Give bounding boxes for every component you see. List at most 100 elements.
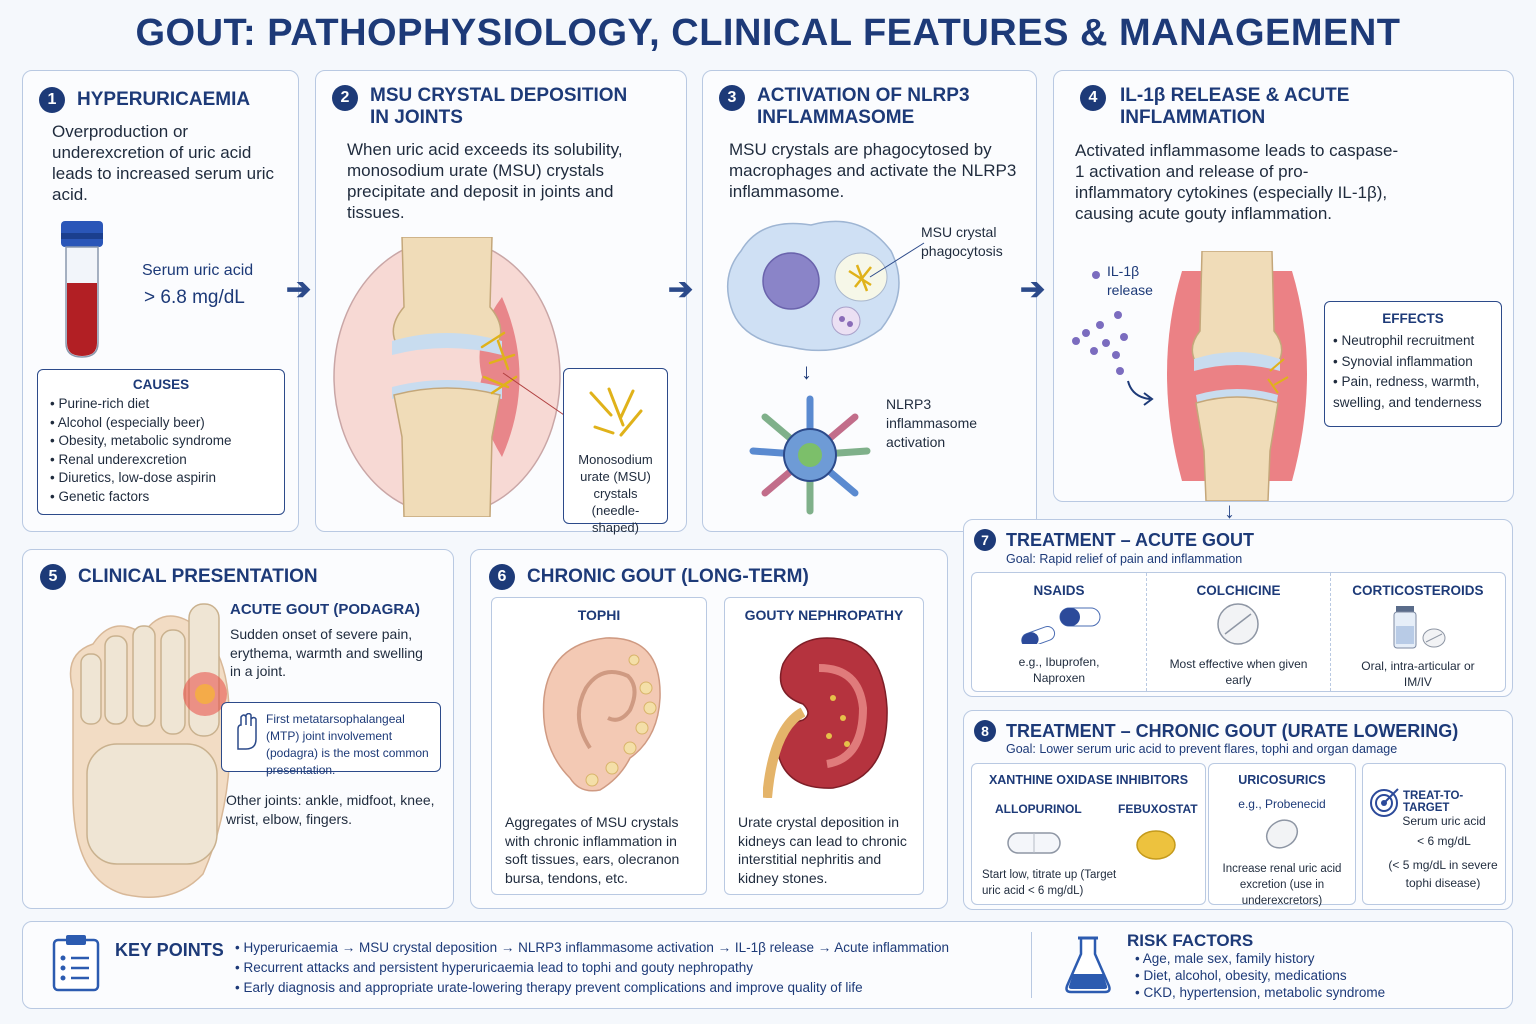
serum-value: > 6.8 mg/dL bbox=[144, 287, 245, 308]
t2t-title: TREAT-TO-TARGET bbox=[1403, 790, 1464, 814]
card-crystal-deposition: 2 MSU CRYSTAL DEPOSITION IN JOINTS When … bbox=[315, 70, 687, 535]
tophi-title: TOPHI bbox=[577, 607, 621, 623]
effects-title: EFFECTS bbox=[1382, 311, 1444, 326]
risk-item: Diet, alcohol, obesity, medications bbox=[1135, 967, 1385, 984]
section-text: When uric acid exceeds its solubility, m… bbox=[347, 140, 623, 222]
card-chronic: 6 CHRONIC GOUT (LONG-TERM) TOPHI Aggrega… bbox=[470, 549, 948, 909]
inflammasome-icon bbox=[749, 395, 871, 515]
arrow-right-icon: ➔ bbox=[668, 273, 694, 306]
section-heading: CLINICAL PRESENTATION bbox=[78, 566, 318, 587]
t2t-line2: < 6 mg/dL bbox=[1417, 834, 1471, 848]
flask-icon bbox=[1065, 936, 1111, 994]
card-hyperuricaemia: 1 HYPERURICAEMIA Overproduction or under… bbox=[22, 70, 299, 532]
pointer-line bbox=[869, 242, 925, 278]
section-heading: MSU CRYSTAL DEPOSITION IN JOINTS bbox=[370, 85, 628, 128]
mtp-box: First metatarsophalangeal (MTP) joint in… bbox=[221, 702, 441, 777]
drug-note: e.g., Ibuprofen, Naproxen bbox=[1018, 655, 1100, 685]
causes-box: CAUSES Purine-rich diet Alcohol (especia… bbox=[37, 369, 285, 515]
cause-item: Genetic factors bbox=[50, 488, 284, 507]
pointer-line bbox=[502, 372, 568, 418]
target-icon bbox=[1370, 788, 1399, 817]
drug-corticosteroids: CORTICOSTEROIDS Oral, intra-articular or… bbox=[1331, 573, 1505, 691]
febuxostat-label: FEBUXOSTAT bbox=[1118, 802, 1198, 816]
arrow-right-icon: ➔ bbox=[286, 273, 312, 306]
treatment-goal: Goal: Lower serum uric acid to prevent f… bbox=[1006, 742, 1398, 756]
risk-item: Age, male sex, family history bbox=[1135, 950, 1385, 967]
hand-icon bbox=[237, 713, 257, 750]
section-heading: CHRONIC GOUT (LONG-TERM) bbox=[527, 566, 809, 587]
key-point: Early diagnosis and appropriate urate-lo… bbox=[235, 978, 949, 998]
section-text: Overproduction or underexcretion of uric… bbox=[52, 122, 275, 204]
key-points-title: KEY POINTS bbox=[115, 940, 224, 960]
drug-name: CORTICOSTEROIDS bbox=[1352, 583, 1484, 598]
inflamed-knee-icon bbox=[1167, 251, 1307, 501]
step-number: 8 bbox=[974, 720, 996, 742]
nephropathy-title: GOUTY NEPHROPATHY bbox=[744, 607, 904, 623]
phago-label: MSU crystal phagocytosis bbox=[921, 224, 1003, 259]
crystal-icon bbox=[589, 387, 642, 437]
causes-title: CAUSES bbox=[132, 377, 190, 392]
cause-item: Purine-rich diet bbox=[50, 395, 284, 414]
tablet-icon bbox=[1217, 603, 1260, 645]
nephropathy-text: Urate crystal deposition in kidneys can … bbox=[738, 814, 907, 886]
risk-title: RISK FACTORS bbox=[1127, 931, 1254, 950]
card-clinical: 5 CLINICAL PRESENTATION ACUTE GOUT (PODA… bbox=[22, 549, 454, 909]
t2t-line1: Serum uric acid bbox=[1402, 814, 1486, 828]
step-number: 4 bbox=[1080, 85, 1106, 111]
cause-item: Alcohol (especially beer) bbox=[50, 414, 284, 433]
il1-label: IL-1β release bbox=[1107, 263, 1153, 298]
card-nlrp3: 3 ACTIVATION OF NLRP3 INFLAMMASOME MSU c… bbox=[702, 70, 1037, 532]
divider bbox=[1031, 932, 1032, 998]
xoi-title: XANTHINE OXIDASE INHIBITORS bbox=[988, 773, 1189, 787]
card-il1: 4 IL-1β RELEASE & ACUTE INFLAMMATION Act… bbox=[1053, 70, 1514, 502]
crystal-box: Monosodium urate (MSU) crystals (needle-… bbox=[563, 368, 668, 535]
ear-icon bbox=[542, 637, 661, 792]
uricosurics-note: Increase renal uric acid excretion (use … bbox=[1222, 863, 1342, 907]
effect-item: Neutrophil recruitment bbox=[1333, 331, 1495, 352]
cytokine-dots bbox=[1072, 271, 1154, 406]
key-point: Hyperuricaemia → MSU crystal deposition … bbox=[235, 938, 949, 958]
key-points-panel: KEY POINTS Hyperuricaemia → MSU crystal … bbox=[22, 921, 1513, 1009]
step-number: 2 bbox=[332, 85, 358, 111]
knee-joint-icon bbox=[333, 237, 561, 517]
allopurinol-label: ALLOPURINOL bbox=[995, 802, 1082, 816]
risk-list: Age, male sex, family history Diet, alco… bbox=[1135, 950, 1385, 1001]
cause-item: Renal underexcretion bbox=[50, 451, 284, 470]
step-number: 3 bbox=[719, 85, 745, 111]
tophi-box: TOPHI Aggregates of MSU crystals with ch… bbox=[491, 597, 707, 895]
xoi-box: XANTHINE OXIDASE INHIBITORS ALLOPURINOL … bbox=[971, 763, 1206, 905]
capsule-icon bbox=[1021, 607, 1101, 644]
arrow-right-icon: ➔ bbox=[1020, 273, 1046, 306]
section-heading: TREATMENT – ACUTE GOUT bbox=[1006, 530, 1254, 550]
foot-icon bbox=[69, 603, 231, 898]
step-number: 7 bbox=[974, 529, 996, 551]
capsule-icon bbox=[1007, 832, 1061, 854]
drug-name: NSAIDS bbox=[1033, 583, 1085, 598]
uricosurics-title: URICOSURICS bbox=[1238, 773, 1326, 787]
uricosurics-example: e.g., Probenecid bbox=[1238, 797, 1326, 811]
effects-box: EFFECTS Neutrophil recruitment Synovial … bbox=[1324, 301, 1502, 427]
section-heading: ACTIVATION OF NLRP3 INFLAMMASOME bbox=[757, 85, 970, 128]
section-text: Activated inflammasome leads to caspase-… bbox=[1075, 141, 1399, 223]
test-tube-icon bbox=[61, 221, 103, 358]
key-points-list: Hyperuricaemia → MSU crystal deposition … bbox=[235, 938, 949, 998]
serum-label: Serum uric acid bbox=[142, 262, 254, 279]
kidney-icon bbox=[763, 637, 888, 798]
risk-item: CKD, hypertension, metabolic syndrome bbox=[1135, 984, 1385, 1001]
treatment-goal: Goal: Rapid relief of pain and inflammat… bbox=[1006, 552, 1243, 566]
arrow-down-icon: ↓ bbox=[1224, 498, 1235, 523]
section-heading: TREATMENT – CHRONIC GOUT (URATE LOWERING… bbox=[1006, 721, 1459, 741]
drug-name: COLCHICINE bbox=[1196, 583, 1281, 598]
arrow-down-icon: ↓ bbox=[801, 359, 812, 384]
page-title: GOUT: PATHOPHYSIOLOGY, CLINICAL FEATURES… bbox=[135, 12, 1401, 54]
drug-note: Most effective when given early bbox=[1169, 657, 1308, 687]
acute-drug-panel: NSAIDS e.g., Ibuprofen, Naproxen COLCHIC… bbox=[971, 572, 1506, 692]
t2t-line3: (< 5 mg/dL in severe tophi disease) bbox=[1388, 858, 1498, 890]
drug-nsaids: NSAIDS e.g., Ibuprofen, Naproxen bbox=[972, 573, 1148, 691]
causes-list: Purine-rich diet Alcohol (especially bee… bbox=[50, 395, 284, 506]
cause-item: Diuretics, low-dose aspirin bbox=[50, 469, 284, 488]
nephropathy-box: GOUTY NEPHROPATHY Urate crystal depositi… bbox=[724, 597, 924, 895]
acute-title: ACUTE GOUT (PODAGRA) bbox=[230, 601, 420, 618]
card-chronic-treatment: 8 TREATMENT – CHRONIC GOUT (URATE LOWERI… bbox=[963, 710, 1513, 910]
cause-item: Obesity, metabolic syndrome bbox=[50, 432, 284, 451]
